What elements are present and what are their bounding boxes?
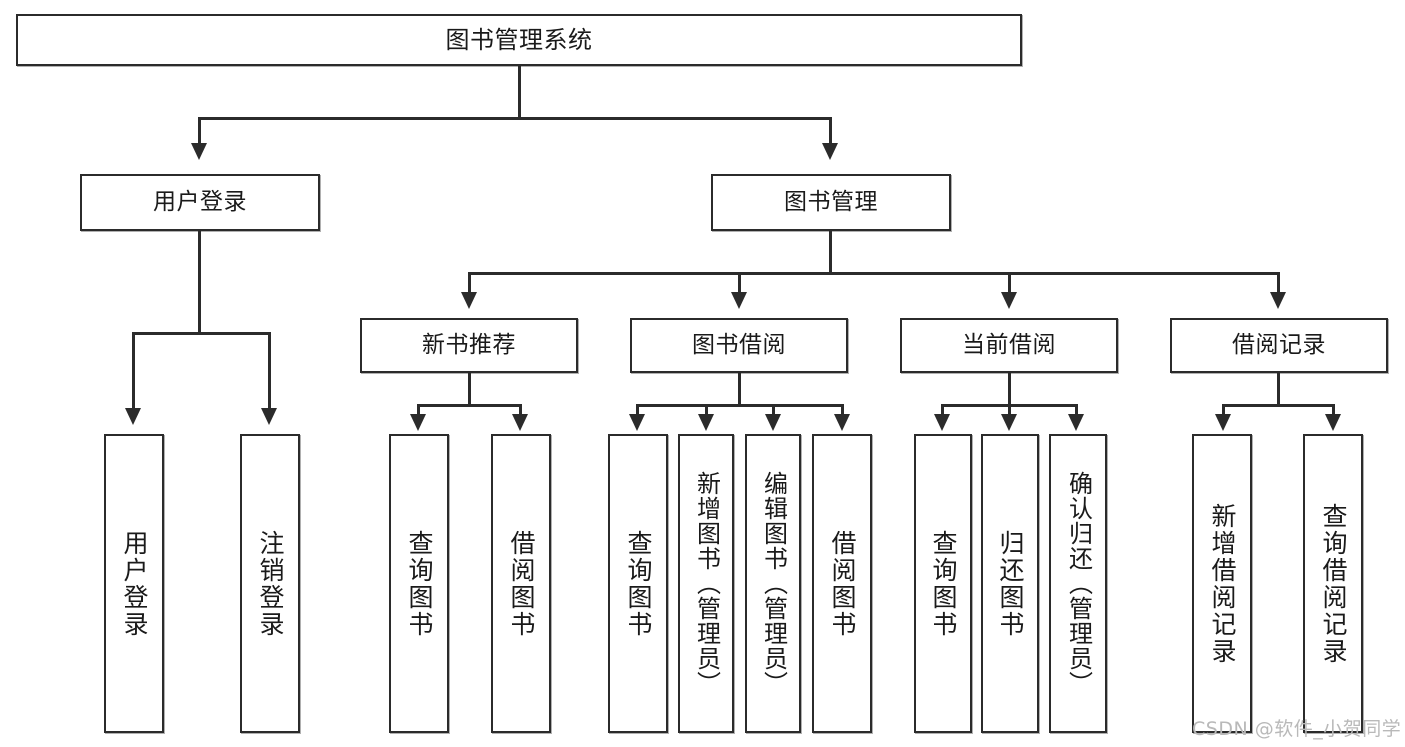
connector-new-book-child-1 <box>417 404 420 416</box>
arrow-down-icon <box>834 414 850 431</box>
leaf-user-login[interactable]: 用户登录 <box>104 434 164 733</box>
node-user-login[interactable]: 用户登录 <box>80 174 320 231</box>
node-book-management[interactable]: 图书管理 <box>711 174 951 231</box>
node-label: 新书推荐 <box>422 332 516 358</box>
node-label: 查询图书 <box>929 529 958 638</box>
node-label: 用户登录 <box>153 189 247 215</box>
node-label: 当前借阅 <box>962 332 1056 358</box>
arrow-down-icon <box>410 414 426 431</box>
node-borrow-record[interactable]: 借阅记录 <box>1170 318 1388 373</box>
node-label: 注销登录 <box>256 529 285 638</box>
connector-book-mgmt-child-2 <box>738 272 741 294</box>
connector-borrow-record-bus <box>1222 404 1335 407</box>
arrow-down-icon <box>261 408 277 425</box>
connector-book-borrow-stem <box>738 373 741 406</box>
connector-book-mgmt-child-4 <box>1277 272 1280 294</box>
connector-user-login-child-1 <box>132 332 135 410</box>
node-label: 新增图书（管理员） <box>692 471 721 696</box>
arrow-down-icon <box>1215 414 1231 431</box>
leaf-query-book-new[interactable]: 查询图书 <box>389 434 449 733</box>
connector-borrow-record-child-2 <box>1332 404 1335 416</box>
connector-book-borrow-child-2 <box>705 404 708 416</box>
arrow-down-icon <box>1325 414 1341 431</box>
arrow-down-icon <box>125 408 141 425</box>
connector-book-borrow-bus <box>636 404 844 407</box>
arrow-down-icon <box>1068 414 1084 431</box>
node-label: 查询借阅记录 <box>1319 502 1348 665</box>
leaf-logout[interactable]: 注销登录 <box>240 434 300 733</box>
node-label: 编辑图书（管理员） <box>759 471 788 696</box>
node-current-borrow[interactable]: 当前借阅 <box>900 318 1118 373</box>
connector-current-borrow-stem <box>1008 373 1011 406</box>
arrow-down-icon <box>934 414 950 431</box>
node-label: 借阅图书 <box>828 529 857 638</box>
leaf-query-borrow-record[interactable]: 查询借阅记录 <box>1303 434 1363 733</box>
connector-book-borrow-child-4 <box>841 404 844 416</box>
arrow-down-icon <box>822 143 838 160</box>
connector-current-borrow-child-2 <box>1008 404 1011 416</box>
node-label: 图书借阅 <box>692 332 786 358</box>
connector-user-login-stem <box>198 231 201 334</box>
connector-root-to-user-login <box>198 117 201 145</box>
leaf-borrow-book-new[interactable]: 借阅图书 <box>491 434 551 733</box>
connector-book-borrow-child-3 <box>772 404 775 416</box>
connector-book-mgmt-bus <box>468 272 1280 275</box>
connector-borrow-record-stem <box>1277 373 1280 406</box>
connector-book-mgmt-stem <box>829 231 832 274</box>
node-label: 图书管理系统 <box>445 26 593 54</box>
node-label: 查询图书 <box>405 529 434 638</box>
arrow-down-icon <box>191 143 207 160</box>
arrow-down-icon <box>765 414 781 431</box>
connector-root-bus <box>198 117 832 120</box>
node-root-system[interactable]: 图书管理系统 <box>16 14 1022 66</box>
node-label: 归还图书 <box>996 529 1025 638</box>
arrow-down-icon <box>698 414 714 431</box>
node-book-borrow[interactable]: 图书借阅 <box>630 318 848 373</box>
connector-current-borrow-child-1 <box>941 404 944 416</box>
arrow-down-icon <box>512 414 528 431</box>
connector-book-borrow-child-1 <box>636 404 639 416</box>
arrow-down-icon <box>629 414 645 431</box>
connector-new-book-child-2 <box>519 404 522 416</box>
node-new-book-recommend[interactable]: 新书推荐 <box>360 318 578 373</box>
node-label: 查询图书 <box>624 529 653 638</box>
leaf-return-book[interactable]: 归还图书 <box>981 434 1039 733</box>
node-label: 借阅记录 <box>1232 332 1326 358</box>
connector-new-book-bus <box>417 404 522 407</box>
node-label: 借阅图书 <box>507 529 536 638</box>
leaf-add-book-admin[interactable]: 新增图书（管理员） <box>678 434 734 733</box>
leaf-edit-book-admin[interactable]: 编辑图书（管理员） <box>745 434 801 733</box>
leaf-borrow-book[interactable]: 借阅图书 <box>812 434 872 733</box>
arrow-down-icon <box>1001 414 1017 431</box>
connector-user-login-bus <box>132 332 271 335</box>
leaf-query-book-current[interactable]: 查询图书 <box>914 434 972 733</box>
node-label: 用户登录 <box>120 529 149 638</box>
leaf-add-borrow-record[interactable]: 新增借阅记录 <box>1192 434 1252 733</box>
connector-user-login-child-2 <box>268 332 271 410</box>
arrow-down-icon <box>1001 292 1017 309</box>
arrow-down-icon <box>461 292 477 309</box>
leaf-confirm-return-admin[interactable]: 确认归还（管理员） <box>1049 434 1107 733</box>
leaf-query-book-borrow[interactable]: 查询图书 <box>608 434 668 733</box>
arrow-down-icon <box>1270 292 1286 309</box>
connector-new-book-stem <box>468 373 471 406</box>
arrow-down-icon <box>731 292 747 309</box>
connector-root-to-book-mgmt <box>829 117 832 145</box>
node-label: 图书管理 <box>784 189 878 215</box>
connector-book-mgmt-child-1 <box>468 272 471 294</box>
connector-current-borrow-child-3 <box>1075 404 1078 416</box>
node-label: 新增借阅记录 <box>1208 502 1237 665</box>
connector-borrow-record-child-1 <box>1222 404 1225 416</box>
connector-book-mgmt-child-3 <box>1008 272 1011 294</box>
connector-root-stem <box>518 66 521 119</box>
node-label: 确认归还（管理员） <box>1064 471 1093 696</box>
